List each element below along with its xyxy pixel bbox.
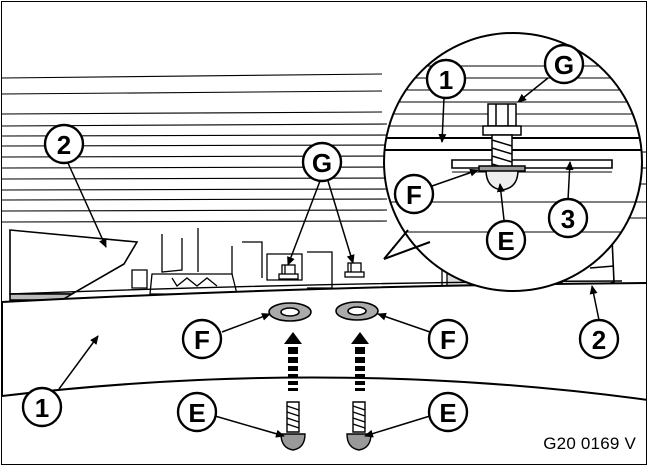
svg-text:E: E: [188, 398, 205, 428]
svg-text:G: G: [554, 50, 574, 80]
callout-f-right: F: [427, 318, 469, 360]
bolts-g-main: [278, 262, 365, 280]
callout-3-detail: 3: [547, 197, 589, 239]
callout-1-left: 1: [21, 386, 63, 428]
svg-text:1: 1: [439, 65, 453, 95]
callout-2-left: 2: [43, 123, 85, 165]
callout-e-detail: E: [485, 219, 527, 261]
left-bracket: [9, 229, 139, 301]
callout-e-right: E: [427, 391, 469, 433]
callout-g-detail: G: [543, 43, 585, 85]
bumper-trim-panel: [2, 280, 646, 401]
svg-text:1: 1: [35, 393, 49, 423]
figure-code: G20 0169 V: [543, 434, 636, 453]
detail-bolt: [478, 103, 526, 191]
callout-e-left: E: [176, 391, 218, 433]
svg-text:F: F: [406, 180, 422, 210]
callout-2-right: 2: [578, 318, 620, 360]
callout-1-detail: 1: [425, 58, 467, 100]
svg-text:F: F: [440, 325, 456, 355]
svg-text:2: 2: [592, 325, 606, 355]
callouts: 2 G F F E E 1 2: [21, 43, 620, 433]
callout-f-detail: F: [393, 173, 435, 215]
callout-g-main: G: [301, 141, 343, 183]
svg-text:2: 2: [57, 130, 71, 160]
callout-f-left: F: [181, 318, 223, 360]
svg-text:E: E: [497, 226, 514, 256]
leader-lines: [58, 77, 600, 438]
svg-text:E: E: [439, 398, 456, 428]
svg-text:G: G: [312, 148, 332, 178]
svg-text:F: F: [194, 325, 210, 355]
washers-f: [268, 301, 379, 322]
assembly-direction-arrows: [284, 332, 369, 391]
svg-text:3: 3: [561, 204, 575, 234]
screws-e: [280, 401, 372, 451]
